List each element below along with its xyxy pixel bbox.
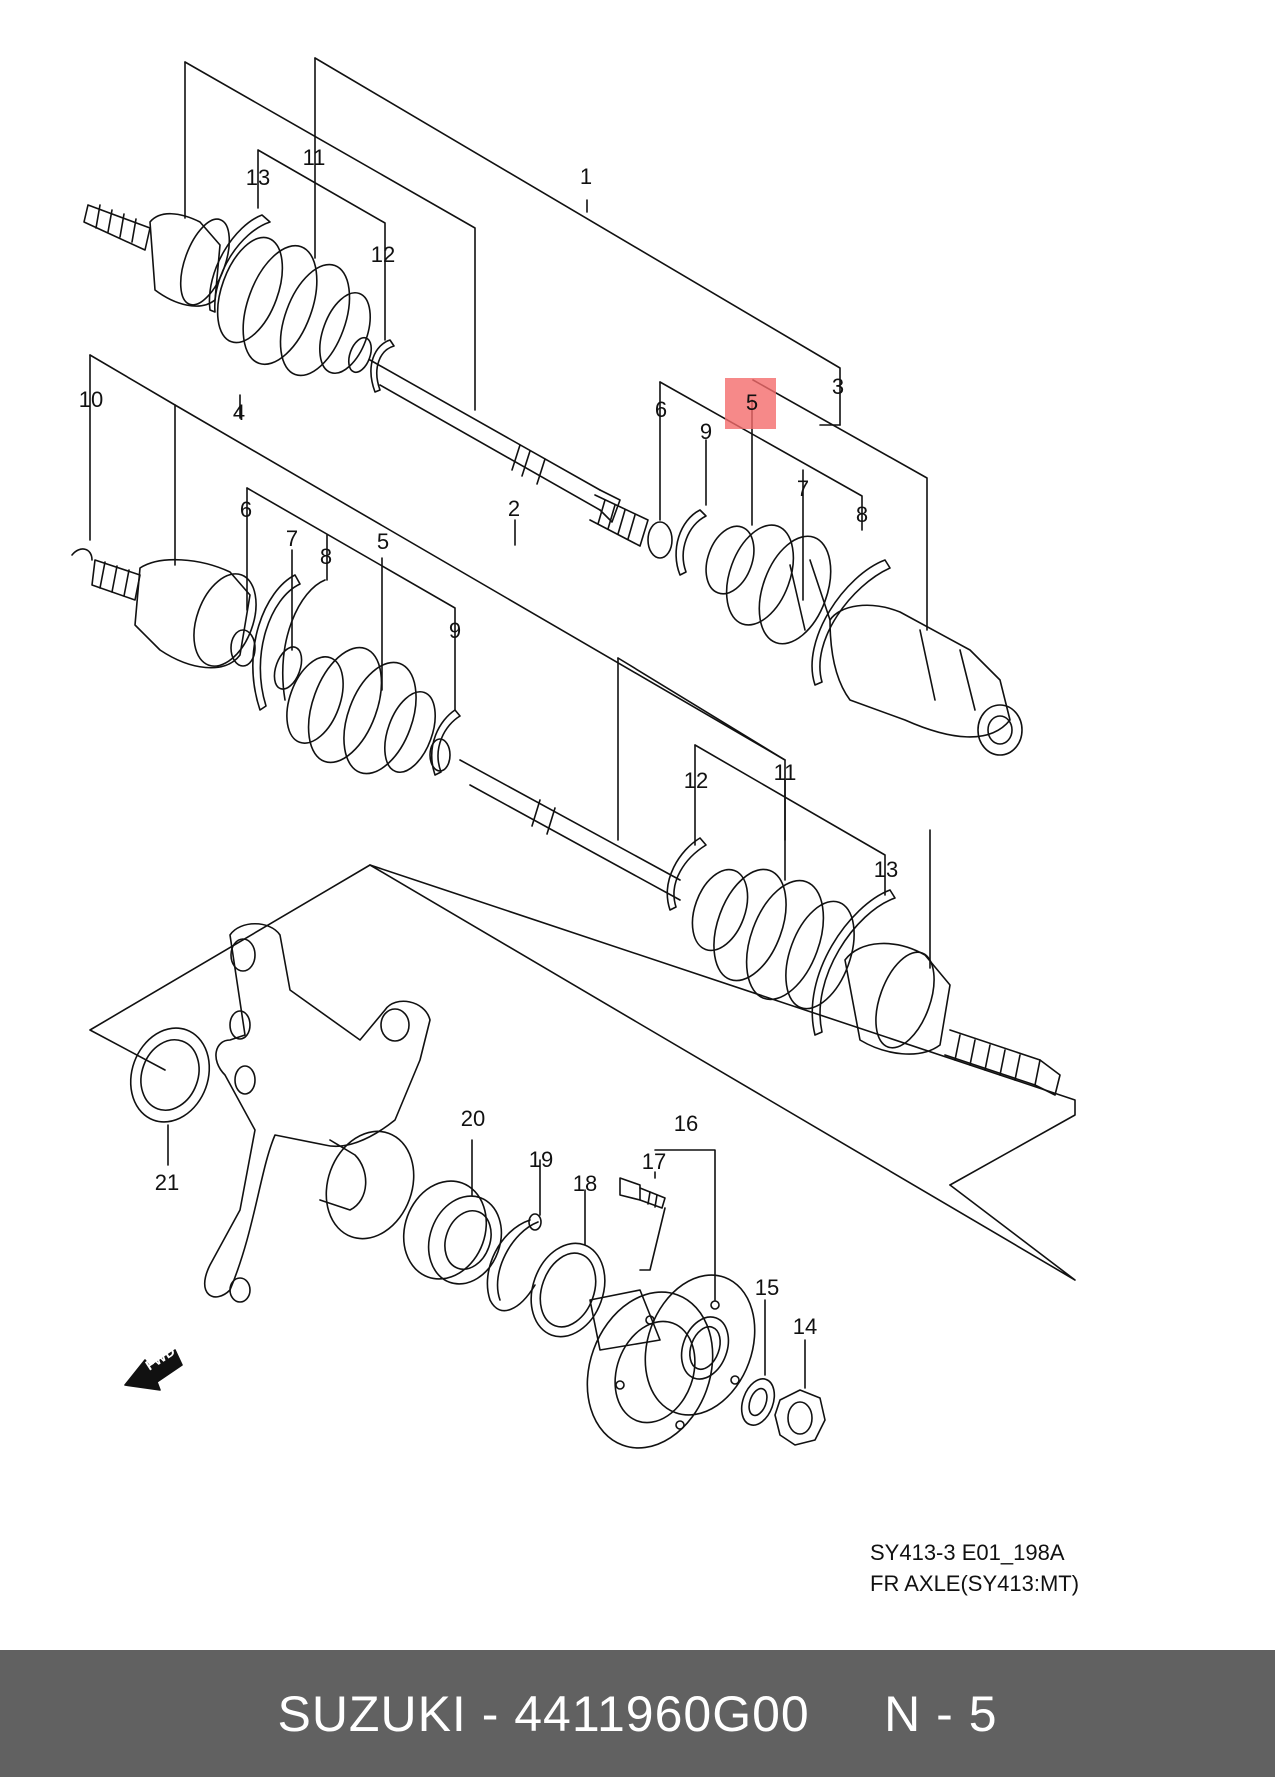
callout-2[interactable]: 2 [507,496,521,521]
callout-8-lower[interactable]: 8 [319,544,333,569]
callout-15[interactable]: 15 [754,1275,780,1300]
callout-12-upper[interactable]: 12 [370,242,396,267]
footer-part-number: SUZUKI - 4411960G00 N - 5 [277,1685,998,1742]
callout-14[interactable]: 14 [792,1314,818,1339]
leader-lines [89,57,931,969]
knuckle-assembly-drawing [89,864,1076,1449]
callout-10[interactable]: 10 [78,387,104,412]
callout-7-upper[interactable]: 7 [796,476,810,501]
upper-driveshaft-drawing [83,204,649,547]
parts-diagram: 1 11 13 12 3 5 6 9 7 8 10 4 2 6 7 8 5 9 … [71,57,1080,1596]
callout-6-upper[interactable]: 6 [654,397,668,422]
callout-19[interactable]: 19 [528,1147,554,1172]
callout-7-lower[interactable]: 7 [285,526,299,551]
callout-11-upper[interactable]: 11 [302,145,326,170]
upper-inner-joint-drawing [647,509,1023,756]
diagram-code: SY413-3 E01_198A [870,1540,1065,1565]
callout-12-lower[interactable]: 12 [683,768,709,793]
footer-bar: SUZUKI - 4411960G00 N - 5 [0,1650,1275,1777]
callout-20[interactable]: 20 [460,1106,486,1131]
callout-11-lower[interactable]: 11 [773,760,797,785]
callout-13-upper[interactable]: 13 [245,165,271,190]
callout-4[interactable]: 4 [232,400,246,425]
exploded-view-drawing [71,57,1076,1449]
callout-5-upper[interactable]: 5 [745,390,759,415]
callout-1[interactable]: 1 [579,164,593,189]
callout-18[interactable]: 18 [572,1171,598,1196]
callout-13-lower[interactable]: 13 [873,857,899,882]
diagram-title: FR AXLE(SY413:MT) [870,1571,1080,1596]
callout-17[interactable]: 17 [641,1149,667,1174]
callout-9-upper[interactable]: 9 [699,419,713,444]
callout-21[interactable]: 21 [154,1170,180,1195]
highlighted-part-marker [725,378,776,429]
lower-driveshaft-drawing [71,548,681,901]
callout-3[interactable]: 3 [831,374,845,399]
callout-6-lower[interactable]: 6 [239,497,253,522]
callout-5-lower[interactable]: 5 [376,529,390,554]
callout-9-lower[interactable]: 9 [448,618,462,643]
callout-8-upper[interactable]: 8 [855,502,869,527]
lower-outer-joint-drawing [666,837,1061,1096]
callout-16[interactable]: 16 [673,1111,699,1136]
